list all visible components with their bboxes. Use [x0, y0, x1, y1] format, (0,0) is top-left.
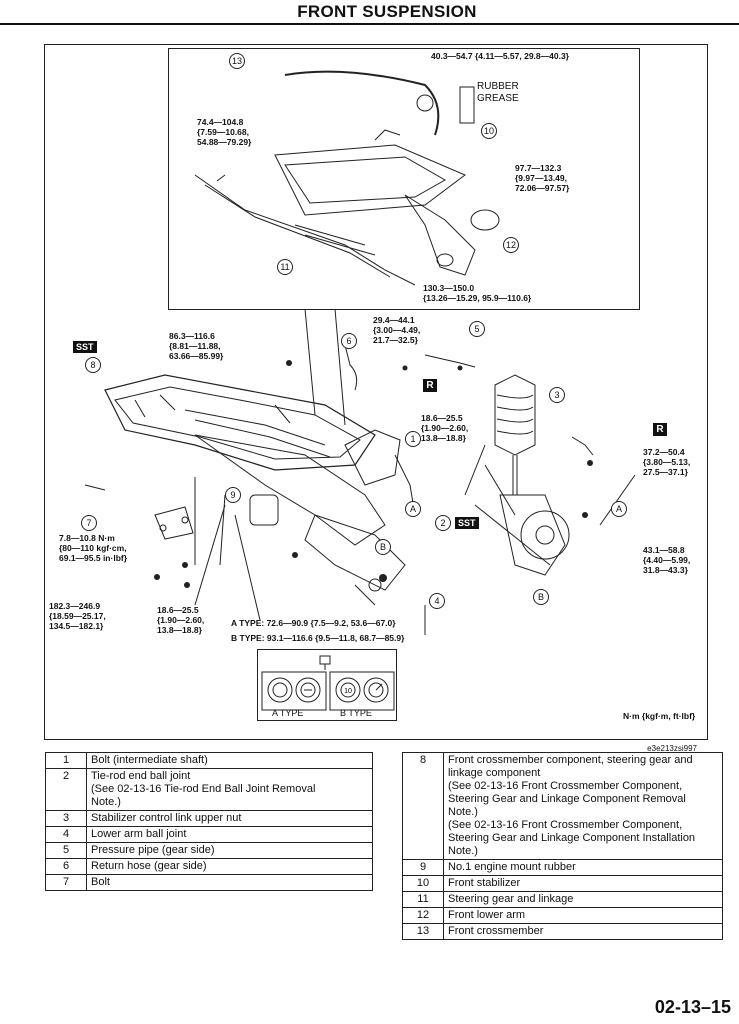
part-number: 10	[402, 875, 444, 892]
page-number: 02-13–15	[654, 997, 731, 1017]
torque-label: 97.7—132.3 {9.97—13.49, 72.06—97.57}	[515, 163, 570, 193]
torque-label: 130.3—150.0 {13.26—15.29, 95.9—110.6}	[423, 283, 532, 303]
callout-1: 1	[405, 431, 421, 447]
torque-label: 74.4—104.8 {7.59—10.68, 54.88—79.29}	[197, 117, 252, 147]
part-number: 13	[402, 923, 444, 940]
callout-4: 4	[429, 593, 445, 609]
callout-2: 2	[435, 515, 451, 531]
r-marker: R	[423, 379, 437, 392]
diagram-artwork	[84, 70, 636, 635]
callout-7: 7	[81, 515, 97, 531]
bolt-type-legend: 10 A TYPE B TYPE	[257, 649, 397, 721]
part-number: 1	[45, 752, 87, 769]
part-number: 6	[45, 858, 87, 875]
callout-letter-b: B	[375, 539, 391, 555]
callout-10: 10	[481, 123, 497, 139]
figure-reference: e3e213zsi997	[647, 744, 697, 753]
part-number: 8	[402, 752, 444, 860]
torque-label: 43.1—58.8 {4.40—5.99, 31.8—43.3}	[643, 545, 691, 575]
part-number: 12	[402, 907, 444, 924]
inset-exploded-view	[168, 48, 640, 310]
torque-label: A TYPE: 72.6—90.9 {7.5—9.2, 53.6—67.0}	[231, 618, 396, 628]
part-description: Front lower arm	[443, 907, 723, 924]
part-description: No.1 engine mount rubber	[443, 859, 723, 876]
part-number: 4	[45, 826, 87, 843]
torque-label: 182.3—246.9 {18.59—25.17, 134.5—182.1}	[49, 601, 106, 631]
part-description: Bolt (intermediate shaft)	[86, 752, 373, 769]
torque-label: 40.3—54.7 {4.11—5.57, 29.8—40.3}	[431, 51, 569, 61]
part-description: Tie-rod end ball joint (See 02-13-16 Tie…	[86, 768, 373, 811]
part-description: Return hose (gear side)	[86, 858, 373, 875]
r-marker: R	[653, 423, 667, 436]
part-number: 11	[402, 891, 444, 908]
part-description: Front crossmember	[443, 923, 723, 940]
part-number: 5	[45, 842, 87, 859]
sst-badge: SST	[73, 341, 97, 353]
part-description: Pressure pipe (gear side)	[86, 842, 373, 859]
title-rule	[0, 23, 739, 25]
part-number: 7	[45, 874, 87, 891]
torque-label: B TYPE: 93.1—116.6 {9.5—11.8, 68.7—85.9}	[231, 633, 405, 643]
torque-label: 7.8—10.8 N·m {80—110 kgf·cm, 69.1—95.5 i…	[59, 533, 128, 563]
bolt-head-mark: 10	[344, 688, 352, 695]
callout-12: 12	[503, 237, 519, 253]
callout-letter-b: B	[533, 589, 549, 605]
part-description: Front stabilizer	[443, 875, 723, 892]
torque-label: 18.6—25.5 {1.90—2.60, 13.8—18.8}	[157, 605, 205, 635]
exploded-diagram: 40.3—54.7 {4.11—5.57, 29.8—40.3} RUBBER …	[44, 44, 708, 740]
callout-8: 8	[85, 357, 101, 373]
torque-label: 29.4—44.1 {3.00—4.49, 21.7—32.5}	[373, 315, 421, 345]
legend-a-type: A TYPE	[272, 708, 304, 718]
legend-b-type: B TYPE	[340, 708, 372, 718]
unit-note: N·m {kgf·m, ft·lbf}	[623, 711, 696, 721]
bolt-type-icons: 10	[261, 655, 395, 711]
callout-13: 13	[229, 53, 245, 69]
callout-3: 3	[549, 387, 565, 403]
torque-label: 37.2—50.4 {3.80—5.13, 27.5—37.1}	[643, 447, 691, 477]
callout-11: 11	[277, 259, 293, 275]
part-description: Steering gear and linkage	[443, 891, 723, 908]
callout-9: 9	[225, 487, 241, 503]
callout-letter-a: A	[405, 501, 421, 517]
page-title: FRONT SUSPENSION	[297, 2, 477, 21]
torque-label: 18.6—25.5 {1.90—2.60, 13.8—18.8}	[421, 413, 469, 443]
callout-5: 5	[469, 321, 485, 337]
part-description: Bolt	[86, 874, 373, 891]
part-number: 2	[45, 768, 87, 811]
part-number: 3	[45, 810, 87, 827]
torque-label: 86.3—116.6 {8.81—11.88, 63.66—85.99}	[169, 331, 224, 361]
callout-6: 6	[341, 333, 357, 349]
callout-letter-a: A	[611, 501, 627, 517]
part-description: Lower arm ball joint	[86, 826, 373, 843]
grease-label: RUBBER GREASE	[477, 81, 519, 104]
part-description: Front crossmember component, steering ge…	[443, 752, 723, 860]
sst-badge: SST	[455, 517, 479, 529]
part-number: 9	[402, 859, 444, 876]
part-description: Stabilizer control link upper nut	[86, 810, 373, 827]
